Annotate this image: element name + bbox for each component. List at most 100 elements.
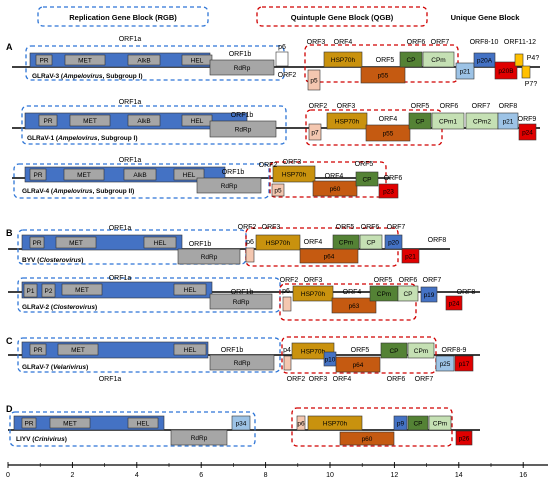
- qgb-block-liyv: [291, 407, 453, 447]
- p6-liyv-label: p6: [297, 420, 305, 427]
- virus-name-glrav4: GLRaV-4 (Ampelovirus, Subgroup II): [22, 188, 134, 195]
- alkb-domain-glrav1-label: AlkB: [137, 118, 150, 125]
- hsp70h-glrav2: [292, 285, 334, 302]
- pr-domain-glrav3: [35, 54, 53, 66]
- p1-domain-glrav2: [23, 283, 38, 298]
- p2-domain-glrav2-label: P2: [45, 288, 53, 295]
- orf1a-label-glrav2: ORF1a: [109, 275, 132, 282]
- cpm-glrav2-label: CPm: [377, 291, 391, 298]
- met-domain-glrav2-label: MET: [75, 287, 89, 294]
- rgb-block-byv: [17, 229, 247, 265]
- rdrp-glrav4-label: RdRp: [221, 183, 238, 190]
- p7-label-glrav3: P7?: [525, 81, 538, 88]
- cpm-glrav7: [407, 342, 435, 359]
- orf1b-label-glrav3: ORF1b: [229, 51, 252, 58]
- orf7-label-glrav2: ORF7: [423, 277, 442, 284]
- hsp70h-liyv-label: HSP70h: [323, 420, 348, 427]
- hsp70h-glrav7: [291, 342, 335, 360]
- orf7-label-glrav1: ORF7: [472, 103, 491, 110]
- orf7-label-glrav3: ORF7: [431, 39, 450, 46]
- cpm-liyv: [428, 415, 452, 431]
- p2-domain-glrav2: [41, 283, 56, 298]
- p24-glrav1-label: p24: [522, 129, 533, 136]
- p64-byv: [299, 248, 359, 264]
- orf8-label-glrav1: ORF8: [499, 103, 518, 110]
- panel-letter-d: D: [6, 404, 13, 414]
- rdrp-glrav1: [209, 120, 277, 138]
- pr-domain-glrav7: [29, 343, 47, 356]
- cpm1-glrav1-label: CPm1: [439, 118, 457, 125]
- orf1b-label-glrav7: ORF1b: [221, 347, 244, 354]
- cp-liyv: [407, 415, 429, 431]
- p60-glrav4-label: p60: [330, 186, 341, 193]
- orf8-9-label-glrav7: ORF8-9: [442, 347, 467, 354]
- met-domain-glrav7: [57, 343, 99, 356]
- pr-domain-glrav7-label: PR: [33, 347, 42, 354]
- hel-domain-glrav1-label: HEL: [191, 118, 204, 125]
- orf2-label-glrav4: ORF2: [259, 162, 278, 169]
- orf2-label-glrav2: ORF2: [280, 277, 299, 284]
- rdrp-glrav4: [196, 177, 262, 194]
- p64-glrav7-label: p64: [353, 362, 364, 369]
- cp-glrav1-label: CP: [415, 118, 424, 125]
- orf3-label-glrav1: ORF3: [337, 103, 356, 110]
- hel-domain-glrav7: [173, 343, 207, 356]
- qgb-block-glrav1: [305, 109, 443, 146]
- orf6-label-glrav3: ORF6: [407, 39, 426, 46]
- p20-byv-label: p20: [388, 239, 399, 246]
- rgb-legend-label: Replication Gene Block (RGB): [69, 13, 177, 22]
- orf1a-label-glrav1: ORF1a: [119, 99, 142, 106]
- pr-domain-glrav4: [29, 168, 47, 181]
- p20a-glrav3: [473, 52, 496, 68]
- hsp70h-glrav1: [326, 112, 368, 130]
- virus-name-liyv: LIYV (Crinivirus): [16, 436, 67, 443]
- cpm-liyv-label: CPm: [433, 420, 447, 427]
- cp-glrav7: [380, 342, 408, 359]
- p25-glrav7: [435, 355, 455, 372]
- p7-glrav1-label: p7: [311, 129, 319, 136]
- orf3-label-glrav4: ORF3: [283, 159, 302, 166]
- orf4-label-byv: ORF4: [304, 239, 323, 246]
- pr-domain-glrav1-label: PR: [43, 118, 52, 125]
- orf1a-label-glrav3: ORF1a: [119, 36, 142, 43]
- orf1b-label-byv: ORF1b: [189, 241, 212, 248]
- hsp70h-liyv: [307, 415, 363, 431]
- cp-glrav3: [399, 51, 423, 68]
- orf9-label-glrav1: ORF9: [518, 116, 537, 123]
- p26-liyv: [455, 430, 473, 446]
- qgb-block-glrav7: [281, 336, 437, 374]
- cpm2-glrav1-label: CPm2: [473, 118, 491, 125]
- orf6-label-glrav2: ORF6: [399, 277, 418, 284]
- p20b-glrav3: [494, 61, 518, 80]
- hsp70h-glrav4: [272, 165, 316, 183]
- hel-domain-byv: [143, 236, 177, 249]
- hsp70h-glrav4-label: HSP70h: [282, 171, 307, 178]
- p24-glrav2-label: p24: [449, 300, 460, 307]
- p19-glrav2-label: p19: [424, 292, 435, 299]
- pr-domain-liyv-label: PR: [24, 420, 33, 427]
- p63-glrav2-label: p63: [349, 303, 360, 310]
- pr-domain-glrav1: [38, 114, 58, 127]
- alkb-domain-glrav3-label: AlkB: [137, 57, 150, 64]
- orf2-label-glrav3: ORF2: [278, 72, 297, 79]
- cp-glrav3-label: CP: [406, 57, 415, 64]
- orf4-label-glrav2: ORF4: [343, 289, 362, 296]
- cp-glrav2: [397, 285, 419, 302]
- orf2-label-glrav7: ORF2: [287, 376, 306, 383]
- p7-glrav1: [308, 123, 322, 141]
- hel-domain-glrav2-label: HEL: [184, 287, 197, 294]
- orf3-label-glrav7: ORF3: [309, 376, 328, 383]
- cpm-byv: [332, 234, 360, 250]
- orf1b-label-glrav2: ORF1b: [231, 289, 254, 296]
- met-domain-liyv: [49, 417, 91, 429]
- p6-label-glrav2: p6: [282, 288, 290, 295]
- orf4-label-glrav1: ORF4: [379, 116, 398, 123]
- rdrp-liyv: [170, 429, 228, 446]
- virus-name-byv: BYV (Closterovirus): [22, 257, 83, 264]
- p21-byv-label: p21: [405, 253, 416, 260]
- rdrp-glrav3: [209, 59, 275, 76]
- met-domain-byv: [55, 236, 97, 249]
- p6-glrav2: [282, 296, 292, 312]
- p21-glrav3-label: p21: [460, 68, 471, 75]
- met-domain-byv-label: MET: [69, 240, 83, 247]
